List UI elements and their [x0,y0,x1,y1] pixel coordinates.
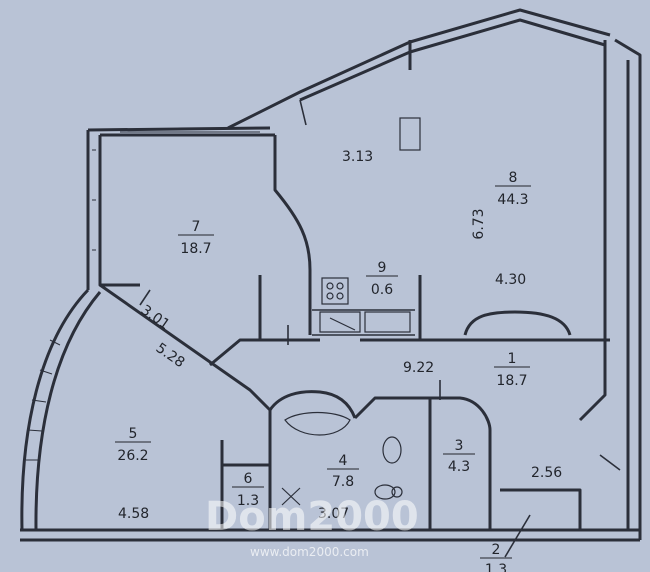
room-7-area: 18.7 [180,241,211,257]
watermark-url: www.dom2000.com [250,545,369,559]
chimney-icon [399,117,421,151]
room-2-number: 2 [492,542,501,558]
room-labels: 7 18.7 8 44.3 9 0.6 1 18.7 5 26.2 4 7.8 [115,170,531,572]
fixtures [281,117,421,506]
dim-2-56: 2.56 [531,465,562,481]
dim-4-58: 4.58 [118,506,149,522]
room-8-area: 44.3 [497,192,528,208]
dim-5-28: 5.28 [153,340,188,371]
room-2-area: 1.3 [485,562,507,572]
dim-3-13: 3.13 [342,149,373,165]
room-4-label: 4 7.8 [327,453,359,490]
dim-6-73: 6.73 [471,208,487,239]
dim-9-22: 9.22 [403,360,434,376]
room-5-number: 5 [129,426,138,442]
room-7-number: 7 [192,219,201,235]
dimension-ticks [139,99,621,471]
room-6-number: 6 [244,471,253,487]
room-5-area: 26.2 [117,448,148,464]
exterior-walls [20,8,642,542]
room-3-area: 4.3 [448,459,470,475]
room-9-area: 0.6 [371,282,393,298]
watermark-brand: Dom2000 [205,494,419,540]
room-8-number: 8 [509,170,518,186]
dim-4-30: 4.30 [495,272,526,288]
dimension-labels: 3.13 6.73 4.30 3.01 5.28 9.22 2.56 4.58 … [118,149,562,522]
room-2-label: 2 1.3 [480,514,531,572]
watermark: Dom2000 www.dom2000.com [205,494,419,559]
toilet-icon [374,484,396,500]
room-7-label: 7 18.7 [178,219,214,257]
stove-icon [321,277,349,305]
dim-3-07: 3.07 [318,506,349,522]
bathtub-icon [284,411,351,436]
room-3-number: 3 [455,438,464,454]
interior-walls [99,135,610,530]
room-6-label: 6 1.3 [232,471,264,509]
room-9-label: 9 0.6 [366,260,398,298]
room-4-number: 4 [339,453,348,469]
room-9-number: 9 [378,260,387,276]
room-1-number: 1 [508,351,517,367]
dim-3-01: 3.01 [138,302,173,333]
room-4-area: 7.8 [332,474,354,490]
room-6-area: 1.3 [237,493,259,509]
sink-icon [382,436,402,464]
room-8-label: 8 44.3 [495,170,531,208]
room-5-label: 5 26.2 [115,426,151,464]
room-3-label: 3 4.3 [443,438,475,475]
room-1-area: 18.7 [496,373,527,389]
room-1-label: 1 18.7 [494,351,530,389]
curved-wall-windows [26,131,260,461]
